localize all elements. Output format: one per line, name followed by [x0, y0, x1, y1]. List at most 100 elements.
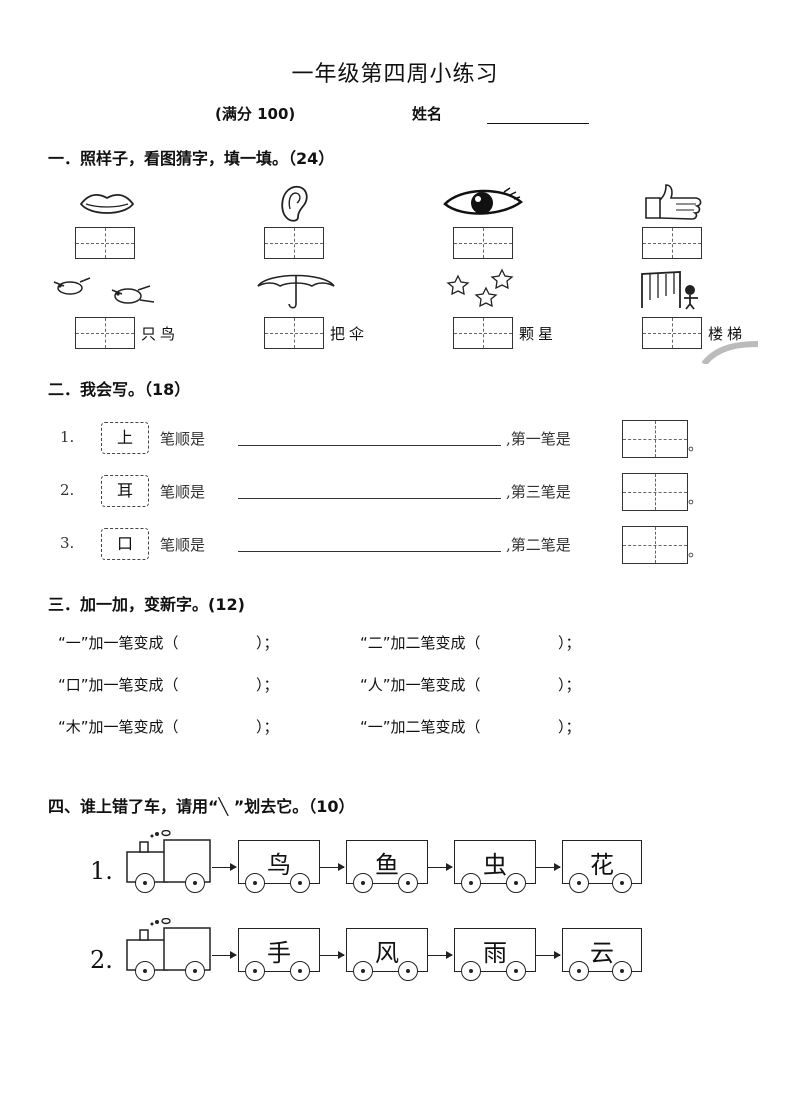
end-mark: 。	[688, 436, 704, 454]
car-character: 鸟	[267, 851, 291, 879]
add-stroke-close: ）；	[256, 718, 279, 736]
car-character: 雨	[483, 939, 507, 967]
wheel	[245, 873, 265, 893]
stroke-char-box: 口	[101, 528, 149, 560]
car-character: 风	[375, 939, 399, 967]
answer-box-umbrella[interactable]	[264, 317, 324, 349]
stroke-order-blank[interactable]	[238, 498, 501, 499]
add-stroke-prompt: “口”加一笔变成（	[58, 676, 179, 694]
wheel	[185, 873, 205, 893]
add-stroke-prompt: “木”加一笔变成（	[58, 718, 179, 736]
wheel	[612, 961, 632, 981]
car-character: 花	[590, 851, 614, 879]
decorative-arc	[701, 341, 758, 364]
stroke-char-box: 上	[101, 422, 149, 454]
measure-word-stars: 颗星	[519, 325, 558, 343]
item-number: 1.	[60, 428, 75, 446]
section3-heading: 三．加一加，变新字。(12)	[48, 595, 245, 614]
section2-heading: 二．我会写。（18）	[48, 380, 191, 399]
wheel	[398, 873, 418, 893]
mouth-icon	[79, 194, 135, 214]
wheel	[461, 961, 481, 981]
answer-box-eye[interactable]	[453, 227, 513, 259]
umbrella-icon	[257, 274, 335, 309]
wheel	[461, 873, 481, 893]
name-blank[interactable]	[487, 123, 589, 124]
stairs-icon	[641, 271, 698, 310]
add-stroke-close: ）；	[558, 676, 581, 694]
wheel	[135, 961, 155, 981]
stroke-order-label: 笔顺是	[160, 483, 206, 501]
slash-mark: ╲	[218, 797, 229, 816]
arrow	[320, 863, 345, 871]
stroke-char-box: 耳	[101, 475, 149, 507]
stars-icon	[446, 268, 514, 308]
car-character: 手	[267, 939, 291, 967]
stroke-order-blank[interactable]	[238, 551, 501, 552]
wheel	[353, 961, 373, 981]
end-mark: 。	[688, 489, 704, 507]
eye-icon	[443, 187, 524, 215]
wheel	[135, 873, 155, 893]
page-title: 一年级第四周小练习	[291, 62, 499, 87]
stroke-question: ,第一笔是	[506, 430, 571, 448]
add-stroke-close: ）；	[256, 676, 279, 694]
wheel	[569, 873, 589, 893]
stroke-answer-box[interactable]	[622, 526, 688, 564]
item-number: 2.	[60, 481, 75, 499]
wheel	[290, 961, 310, 981]
add-stroke-close: ）；	[558, 718, 581, 736]
arrow	[212, 863, 237, 871]
arrow	[536, 863, 561, 871]
section4-heading-post: ”划去它。（10）	[228, 797, 355, 816]
answer-box-thumb[interactable]	[642, 227, 702, 259]
wheel	[245, 961, 265, 981]
name-label: 姓名	[412, 105, 443, 123]
answer-box-mouth[interactable]	[75, 227, 135, 259]
stroke-order-label: 笔顺是	[160, 536, 206, 554]
train-number: 2.	[90, 946, 113, 974]
measure-word-birds: 只鸟	[141, 325, 180, 343]
ear-icon	[281, 185, 308, 222]
wheel	[506, 873, 526, 893]
stroke-answer-box[interactable]	[622, 420, 688, 458]
arrow	[536, 951, 561, 959]
section1-heading: 一．照样子，看图猜字，填一填。（24）	[48, 149, 335, 168]
stroke-question: ,第二笔是	[506, 536, 571, 554]
wheel	[398, 961, 418, 981]
stroke-order-label: 笔顺是	[160, 430, 206, 448]
answer-box-ear[interactable]	[264, 227, 324, 259]
end-mark: 。	[688, 542, 704, 560]
wheel	[290, 873, 310, 893]
arrow	[428, 863, 453, 871]
answer-box-birds[interactable]	[75, 317, 135, 349]
stroke-question: ,第三笔是	[506, 483, 571, 501]
measure-word-umbrella: 把伞	[330, 325, 369, 343]
birds-icon	[53, 277, 155, 304]
add-stroke-close: ）；	[256, 634, 279, 652]
item-number: 3.	[60, 534, 75, 552]
add-stroke-prompt: “一”加二笔变成（	[360, 718, 481, 736]
car-character: 云	[590, 939, 614, 967]
arrow	[320, 951, 345, 959]
add-stroke-prompt: “一”加一笔变成（	[58, 634, 179, 652]
train-number: 1.	[90, 857, 113, 885]
wheel	[612, 873, 632, 893]
add-stroke-close: ）；	[558, 634, 581, 652]
stroke-answer-box[interactable]	[622, 473, 688, 511]
answer-box-stairs[interactable]	[642, 317, 702, 349]
score-label: (满分 100)	[215, 105, 296, 123]
wheel	[353, 873, 373, 893]
car-character: 虫	[483, 851, 507, 879]
stroke-order-blank[interactable]	[238, 445, 501, 446]
section4-heading: 四、谁上错了车，请用“╲ ”划去它。（10）	[48, 793, 355, 817]
add-stroke-prompt: “二”加二笔变成（	[360, 634, 481, 652]
wheel	[506, 961, 526, 981]
arrow	[212, 951, 237, 959]
add-stroke-prompt: “人”加一笔变成（	[360, 676, 481, 694]
wheel	[569, 961, 589, 981]
section4-heading-pre: 四、谁上错了车，请用“	[48, 797, 219, 816]
answer-box-stars[interactable]	[453, 317, 513, 349]
wheel	[185, 961, 205, 981]
car-character: 鱼	[375, 851, 399, 879]
